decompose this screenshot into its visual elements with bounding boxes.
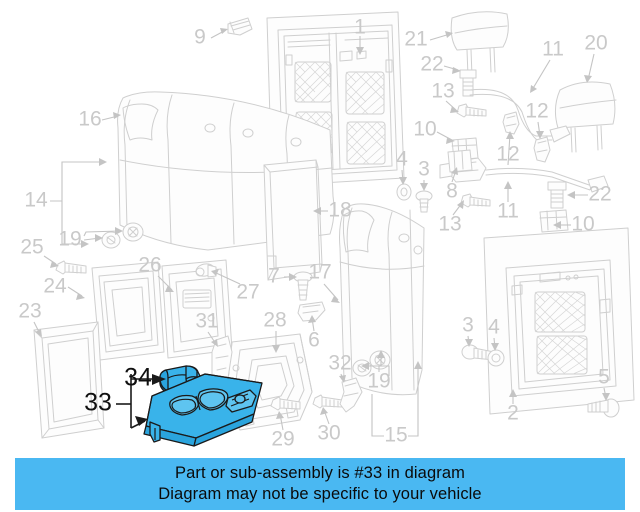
callout-number-1: 1 xyxy=(354,16,366,39)
callout-number-13: 13 xyxy=(438,213,461,236)
part-18-panel xyxy=(263,159,323,281)
part-19-bushing-left-b xyxy=(101,231,121,249)
callout-number-34: 34 xyxy=(124,364,152,392)
callout-number-28: 28 xyxy=(263,309,286,332)
part-19-bushing-left-a xyxy=(122,222,144,242)
callout-number-4: 4 xyxy=(396,148,408,171)
callout-number-3: 3 xyxy=(418,158,430,181)
callout-number-10: 10 xyxy=(571,213,594,236)
part-17-seat-back xyxy=(339,203,425,396)
callout-number-26: 26 xyxy=(138,254,161,277)
callout-number-12: 12 xyxy=(525,100,548,123)
part-6-clip xyxy=(297,301,326,322)
part-25-bolt xyxy=(55,260,87,275)
part-12-latch-left xyxy=(502,111,520,135)
callout-number-32: 32 xyxy=(328,352,351,375)
banner-line-1: Part or sub-assembly is #33 in diagram xyxy=(175,464,465,482)
callout-number-12: 12 xyxy=(496,143,519,166)
part-8-bracket xyxy=(447,149,473,173)
callout-number-11: 11 xyxy=(497,200,519,223)
callout-number-24: 24 xyxy=(43,275,67,298)
callout-number-17: 17 xyxy=(308,261,331,284)
part-9-clip xyxy=(227,17,253,36)
callout-number-27: 27 xyxy=(236,281,259,304)
callout-number-10: 10 xyxy=(413,118,436,141)
leader-lines-highlighted xyxy=(116,374,166,429)
callout-number-15: 15 xyxy=(384,424,407,447)
part-21-headrest xyxy=(450,11,509,77)
part-24-panel xyxy=(91,261,165,361)
callout-number-4: 4 xyxy=(488,316,500,339)
callout-number-20: 20 xyxy=(584,32,607,55)
part-4-nut-upper xyxy=(396,183,412,201)
part-12-latch-right xyxy=(533,136,551,163)
callout-number-14: 14 xyxy=(24,189,48,212)
info-banner: Part or sub-assembly is #33 in diagram D… xyxy=(15,458,625,510)
callout-number-22: 22 xyxy=(588,183,611,206)
part-7-bolt xyxy=(293,271,313,301)
callout-number-29: 29 xyxy=(271,428,294,451)
callout-number-13: 13 xyxy=(431,80,454,103)
callout-number-18: 18 xyxy=(328,199,351,222)
callout-number-6: 6 xyxy=(308,329,320,352)
callout-number-5: 5 xyxy=(598,366,610,389)
part-32-lever xyxy=(339,377,363,413)
part-22-bushing-top xyxy=(459,69,477,97)
callout-number-3: 3 xyxy=(462,314,474,337)
part-23-panel xyxy=(33,321,105,439)
part-4-nut-lower xyxy=(487,349,505,367)
part-22-bushing-right xyxy=(547,181,567,209)
callout-number-11: 11 xyxy=(542,38,564,61)
callout-number-30: 30 xyxy=(317,422,340,445)
callout-number-9: 9 xyxy=(194,26,206,49)
callout-number-31: 31 xyxy=(195,310,218,333)
part-3-bolt-upper xyxy=(415,190,433,213)
callout-number-8: 8 xyxy=(446,180,458,203)
callout-number-33: 33 xyxy=(84,389,112,417)
part-29-bolt xyxy=(270,396,301,411)
callout-number-22: 22 xyxy=(420,53,443,76)
part-30-bolt xyxy=(312,394,343,409)
part-13-bolt-top xyxy=(456,103,487,118)
callout-number-23: 23 xyxy=(18,300,41,323)
callout-number-25: 25 xyxy=(20,236,43,259)
callout-number-19: 19 xyxy=(367,370,390,393)
part-10-bracket-right xyxy=(539,209,569,233)
banner-line-2: Diagram may not be specific to your vehi… xyxy=(158,485,482,503)
part-13-bolt-right xyxy=(460,193,491,208)
callout-number-21: 21 xyxy=(404,28,427,51)
callout-number-2: 2 xyxy=(507,402,519,425)
leader-lines xyxy=(33,28,610,437)
callout-number-19: 19 xyxy=(58,228,81,251)
callout-number-16: 16 xyxy=(78,108,101,131)
part-5-bolt xyxy=(587,398,620,418)
part-20-headrest xyxy=(554,81,617,153)
part-33-armrest-assembly-highlighted xyxy=(143,373,263,447)
callout-number-7: 7 xyxy=(268,265,280,288)
part-2-seat-frame xyxy=(483,227,635,415)
